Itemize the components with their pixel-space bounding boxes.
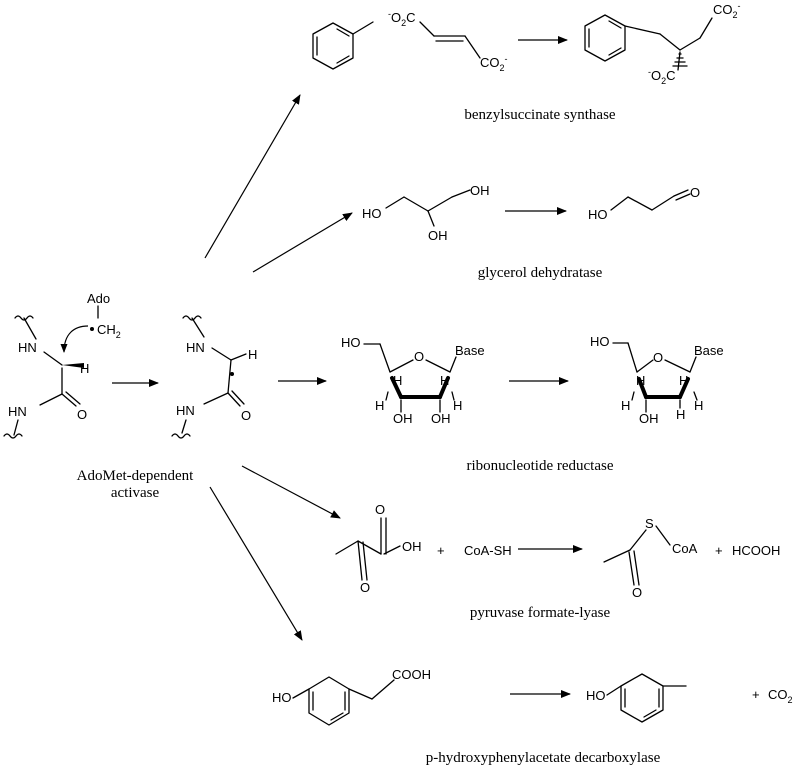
oh-label: OH [470,183,490,198]
branch-arrow-benzylsuccinate [204,94,301,259]
h-label: H [636,373,645,388]
toluene-ring [312,22,354,70]
ado-label: Ado [87,291,110,306]
fumarate-carboxylate-right: CO2- [480,54,508,73]
h-label: H [393,373,402,388]
glycyl-residue-with-ado-radical: HN H O HN Ado CH2 [3,291,121,439]
base-label: Base [455,343,485,358]
hn-label: HN [18,340,37,355]
enzyme-label-benzylsuccinate: benzylsuccinate synthase [464,107,616,123]
ring-oxygen-label: O [653,350,663,365]
hn-label: HN [176,403,195,418]
o-label: O [690,185,700,200]
oh-label: OH [428,228,448,243]
glycyl-radical: HN H O HN [171,315,257,439]
s-label: S [645,516,654,531]
wavy-bond-bottom [3,433,23,439]
ribonucleotide-reaction: HO O Base H H H H OH OH HO O Base H [341,334,724,474]
ring-oxygen-label: O [414,349,424,364]
phenol-ring [308,676,350,726]
enzyme-label-hpa: p-hydroxyphenylacetate decarboxylase [426,750,661,766]
product-carboxylate-bottom: -O2C [648,67,676,86]
oh-label: OH [639,411,659,426]
h-label: H [80,361,89,376]
ch2-label: CH2 [97,322,121,340]
carbonyl-oxygen-label: O [375,502,385,517]
cooh-label: COOH [392,667,431,682]
benzyl-ring [584,14,626,62]
ho-label: HO [590,334,610,349]
h-label: H [375,398,384,413]
coa-label: CoA [672,541,698,556]
p-cresol-ring [620,673,664,723]
benzylsuccinate-reaction: -O2C CO2- CO2- -O2C benzylsuccinate synt… [312,1,741,123]
h-label: H [440,373,449,388]
hpa-reaction: HO COOH HO + CO2 p-hydroxyphenylacetate … [272,667,793,766]
plus-sign: + [715,543,723,558]
fumarate-carboxylate-left: -O2C [388,9,416,28]
activase-label-line1: AdoMet-dependent [77,468,194,484]
abstraction-curved-arrow [60,325,89,353]
pyruvate-reaction: O O OH + CoA-SH S CoA O + HCOOH pyruvase… [335,502,780,621]
h-label: H [694,398,703,413]
ho-label: HO [272,690,292,705]
hn-label: HN [186,340,205,355]
hn-label: HN [8,404,27,419]
branch-arrow-hpa [209,486,303,641]
h-label: H [621,398,630,413]
radical-dot [90,327,94,331]
enzyme-label-ribonucleotide: ribonucleotide reductase [466,458,613,474]
oh-label: OH [402,539,422,554]
h-label: H [679,373,688,388]
enzyme-label-pyruvate: pyruvase formate-lyase [470,605,611,621]
ho-label: HO [586,688,606,703]
branch-arrow-pyruvate [241,465,341,519]
branch-arrow-glycerol [252,212,353,273]
keto-oxygen-label: O [360,580,370,595]
h-label: H [248,347,257,362]
wavy-bond-top [182,315,202,321]
wedge-bond [62,363,84,368]
plus-sign: + [752,687,760,702]
ho-label: HO [341,335,361,350]
oh-label: OH [393,411,413,426]
o-label: O [77,407,87,422]
o-label: O [241,408,251,423]
ho-label: HO [362,206,382,221]
enzyme-label-glycerol: glycerol dehydratase [478,265,603,281]
wavy-bond-bottom [171,433,191,439]
glycerol-reaction: HO OH OH HO O glycerol dehydratase [362,183,700,281]
oh-label: OH [431,411,451,426]
ho-label: HO [588,207,608,222]
co2-label: CO2 [768,687,793,705]
activase-label-line2: activase [111,485,160,501]
h-label: H [453,398,462,413]
radical-dot [230,372,234,376]
product-carboxylate-top: CO2- [713,1,741,20]
plus-sign: + [437,543,445,558]
hcooh-label: HCOOH [732,543,780,558]
wavy-bond-top [14,315,34,321]
h-label: H [676,407,685,422]
thioester-oxygen-label: O [632,585,642,600]
coash-label: CoA-SH [464,543,512,558]
base-label: Base [694,343,724,358]
